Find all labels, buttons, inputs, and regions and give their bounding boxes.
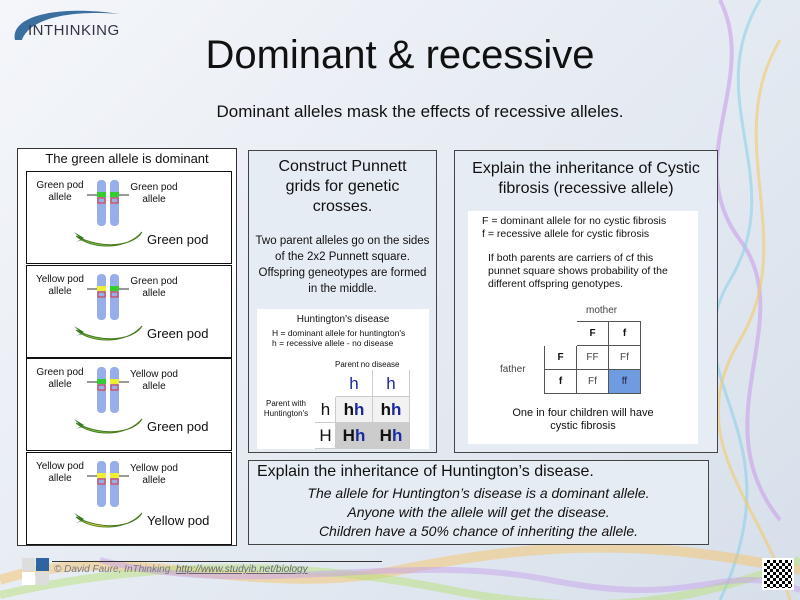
punnett-text: Two parent alleles go on the sides of th… xyxy=(255,235,430,295)
right-allele-label: Yellow pod allele xyxy=(129,462,178,486)
huntington-punnett-figure: Huntington's disease H = dominant allele… xyxy=(257,309,429,449)
huntington-line: Anyone with the allele will get the dise… xyxy=(347,504,610,520)
inthinking-logo xyxy=(0,0,130,50)
pod-phenotype-label: Green pod xyxy=(147,419,209,434)
chromosome-pair-icon xyxy=(87,273,129,320)
pod-phenotype-label: Green pod xyxy=(147,232,209,247)
grid-corner xyxy=(545,322,577,346)
cf-key: F = dominant allele for no cystic fibros… xyxy=(482,215,667,240)
dominance-panel: The green allele is dominant Green pod a… xyxy=(17,148,237,546)
pea-pod-icon xyxy=(74,231,143,247)
huntington-title: Huntington's disease xyxy=(296,314,390,325)
side-parent-label: Parent with Huntington's xyxy=(263,399,309,418)
cf-heading: Explain the inheritance of Cystic fibros… xyxy=(472,160,700,197)
offspring-genotype: hh xyxy=(372,396,410,423)
top-parent-label: Parent no disease xyxy=(335,360,400,369)
allele-combination-cell: Yellow pod allele Green pod allele Green… xyxy=(26,264,232,358)
cf-figure: F = dominant allele for no cystic fibros… xyxy=(468,211,698,444)
grid-corner xyxy=(316,371,336,397)
footer-credit: © David Faure, InThinking http://www.stu… xyxy=(54,564,308,575)
allele-combination-cell: Yellow pod allele Yellow pod allele Yell… xyxy=(26,451,232,545)
right-allele-label: Yellow pod allele xyxy=(129,369,178,392)
huntington-panel: Explain the inheritance of Huntington’s … xyxy=(248,460,709,545)
row-allele: h xyxy=(315,396,336,423)
page-title: Dominant & recessive xyxy=(205,33,595,77)
row-allele: H xyxy=(315,422,336,449)
cf-text: If both parents are carriers of cf this … xyxy=(488,252,668,290)
father-label: father xyxy=(500,364,526,375)
huntington-line: Children have a 50% chance of inheriting… xyxy=(318,523,639,539)
chromosome-pair-icon xyxy=(87,460,129,507)
qr-code-icon[interactable] xyxy=(762,558,794,590)
column-allele: h xyxy=(372,370,410,397)
pod-phenotype-label: Green pod xyxy=(147,325,209,341)
pea-pod-icon xyxy=(74,512,143,528)
cf-conclusion: One in four children will have cystic fi… xyxy=(512,407,654,432)
mother-allele: F xyxy=(576,321,609,346)
father-allele: f xyxy=(544,369,577,394)
chromosome-pair-icon xyxy=(87,367,129,413)
footer-rule xyxy=(52,561,382,562)
father-allele: F xyxy=(544,345,577,370)
offspring-genotype: Ff xyxy=(608,345,641,370)
cystic-fibrosis-panel: Explain the inheritance of Cystic fibros… xyxy=(454,150,718,453)
mother-allele: f xyxy=(608,321,641,346)
offspring-genotype: ff xyxy=(608,369,641,394)
pea-pod-icon xyxy=(74,325,143,341)
offspring-genotype: Hh xyxy=(335,422,373,449)
logo-swoosh-icon xyxy=(14,10,121,40)
chromosome-pair-icon xyxy=(87,180,129,226)
mother-label: mother xyxy=(586,305,618,316)
offspring-genotype: FF xyxy=(576,345,609,370)
pod-phenotype-label: Yellow pod xyxy=(147,512,210,528)
logo-text: INTHINKING xyxy=(28,22,120,39)
footer-squares-icon xyxy=(22,558,50,586)
right-allele-label: Green pod allele xyxy=(130,275,178,299)
left-allele-label: Yellow pod allele xyxy=(35,460,84,484)
pea-pod-icon xyxy=(74,418,143,434)
allele-combination-cell: Green pod allele Green pod allele Green … xyxy=(26,171,232,264)
column-allele: h xyxy=(335,370,373,397)
dominance-heading: The green allele is dominant xyxy=(45,151,209,166)
punnett-panel: Construct Punnett grids for genetic cros… xyxy=(248,150,437,453)
offspring-genotype: Hh xyxy=(372,422,410,449)
right-allele-label: Green pod allele xyxy=(130,182,178,205)
left-allele-label: Yellow pod allele xyxy=(35,273,84,297)
offspring-genotype: Ff xyxy=(576,369,609,394)
allele-combination-cell: Green pod allele Yellow pod allele Green… xyxy=(26,358,232,451)
left-allele-label: Green pod allele xyxy=(36,367,84,390)
punnett-heading: Construct Punnett grids for genetic cros… xyxy=(278,158,407,215)
offspring-genotype: hh xyxy=(335,396,373,423)
left-allele-label: Green pod allele xyxy=(36,180,84,203)
huntington-heading: Explain the inheritance of Huntington’s … xyxy=(257,463,594,480)
page-subtitle: Dominant alleles mask the effects of rec… xyxy=(216,102,624,121)
huntington-line: The allele for Huntington’s disease is a… xyxy=(307,485,650,501)
footer-link[interactable]: http://www.studyib.net/biology xyxy=(175,564,308,575)
